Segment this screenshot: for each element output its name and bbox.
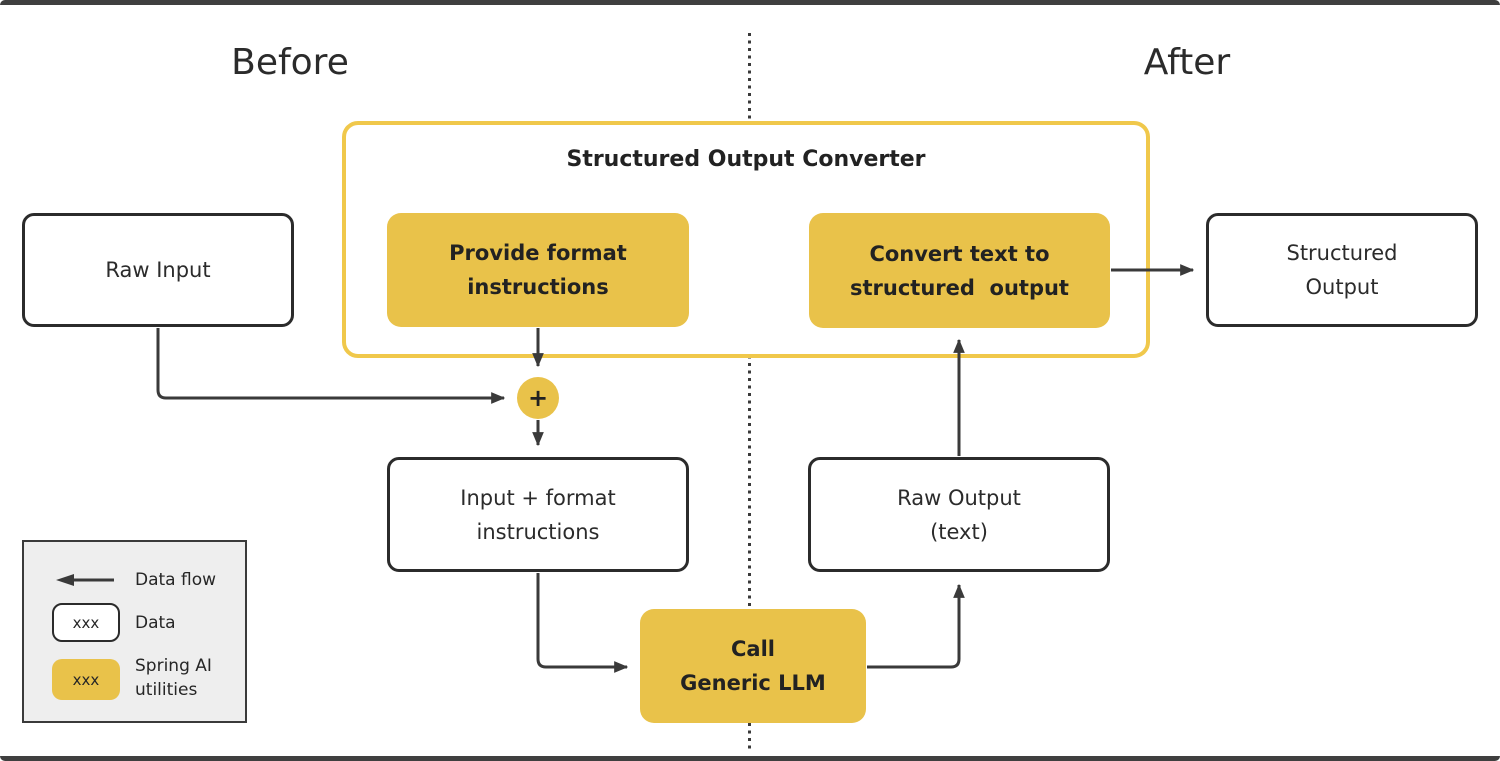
before-after-divider-dotted-line bbox=[748, 33, 751, 750]
legend-data-label: Data bbox=[135, 613, 176, 633]
legend-data-flow-label: Data flow bbox=[135, 570, 217, 590]
raw-output-text-node: Raw Output (text) bbox=[808, 457, 1110, 572]
provide-format-instructions-node: Provide format instructions bbox=[387, 213, 689, 327]
legend-spring-ai-label: Spring AI utilities bbox=[135, 656, 212, 700]
input-plus-format-instructions-node: Input + format instructions bbox=[387, 457, 689, 572]
call-generic-llm-node: Call Generic LLM bbox=[640, 609, 866, 723]
before-section-label: Before bbox=[231, 42, 349, 83]
raw-input-node: Raw Input bbox=[22, 213, 294, 327]
data-flow-arrow-icon bbox=[56, 574, 114, 586]
top-frame-bar bbox=[0, 0, 1500, 5]
after-section-label: After bbox=[1143, 42, 1231, 83]
legend-spring-ai-chip: xxx bbox=[52, 659, 120, 700]
bottom-frame-bar bbox=[0, 756, 1500, 761]
arrow-input-format-to-call-llm bbox=[536, 573, 629, 673]
legend-box: Data flow xxx Data xxx Spring AI utiliti… bbox=[22, 540, 247, 723]
convert-text-to-structured-output-node: Convert text to structured output bbox=[809, 213, 1110, 328]
arrow-call-llm-to-raw-output bbox=[867, 583, 965, 669]
plus-merge-node: + bbox=[517, 377, 559, 419]
legend-data-chip: xxx bbox=[52, 603, 120, 642]
converter-title: Structured Output Converter bbox=[566, 147, 926, 172]
structured-output-node: Structured Output bbox=[1206, 213, 1478, 327]
